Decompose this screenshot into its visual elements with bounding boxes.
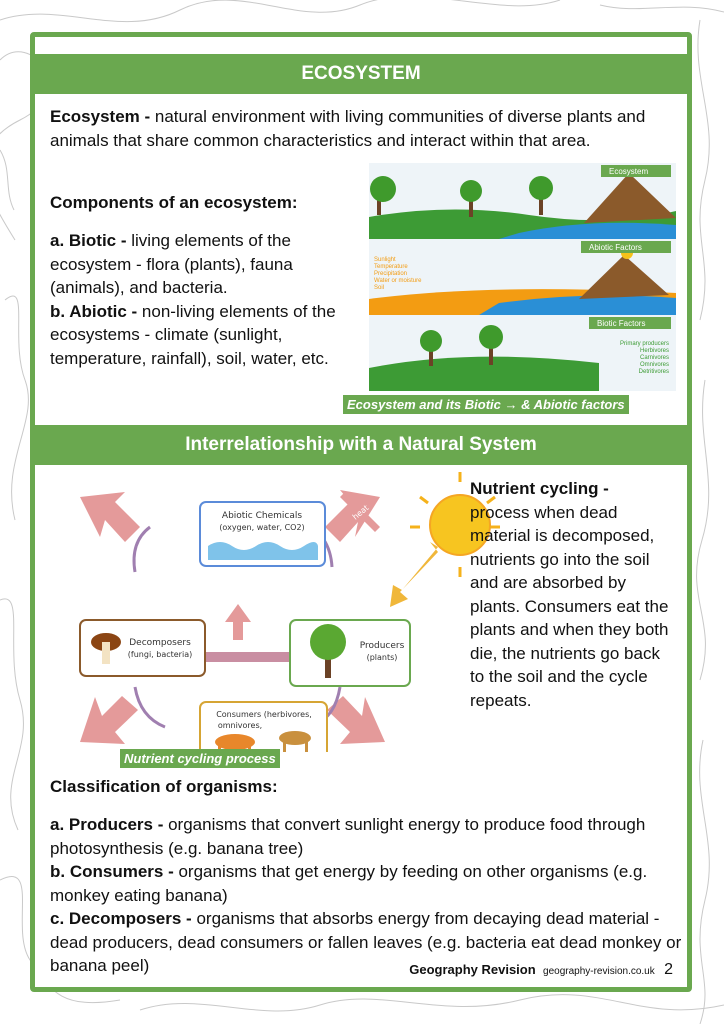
sun-icon: [390, 472, 500, 607]
arrow-top-right: [325, 490, 380, 542]
ecosystem-illustration: Ecosystem Abiotic Factors Sunlight Tempe…: [369, 163, 676, 391]
section-title-interrelationship: Interrelationship with a Natural System: [35, 425, 687, 465]
classification-heading: Classification of organisms:: [50, 777, 278, 796]
content-card: ECOSYSTEM Ecosystem - natural environmen…: [30, 32, 692, 992]
footer-brand: Geography Revision: [409, 962, 536, 977]
abiotic-label-soil: Soil: [374, 285, 384, 291]
decomposers-label: Decomposers: [129, 638, 191, 648]
components-heading: Components of an ecosystem:: [50, 193, 298, 212]
abiotic-label-precipitation: Precipitation: [374, 271, 407, 277]
producers-label: Producers: [360, 641, 405, 651]
section-title-ecosystem: ECOSYSTEM: [35, 54, 687, 94]
arrow-top-left: [80, 492, 140, 542]
decomposers-item: c. Decomposers - organisms that absorbs …: [50, 909, 682, 975]
nutrient-cycle-caption: Nutrient cycling process: [120, 749, 280, 768]
page-number: 2: [664, 961, 673, 978]
biotic-label-herbivores: Herbivores: [640, 348, 669, 354]
page-footer: Geography Revision geography-revision.co…: [409, 961, 673, 979]
consumers-item: b. Consumers - organisms that get energy…: [50, 862, 648, 905]
biotic-item: a. Biotic - living elements of the ecosy…: [50, 231, 293, 297]
decomposers-detail: (fungi, bacteria): [128, 650, 192, 659]
ecosystem-caption: Ecosystem and its Biotic → & Abiotic fac…: [343, 395, 629, 414]
panel-title-ecosystem: Ecosystem: [609, 167, 648, 176]
producers-detail: (plants): [367, 653, 398, 662]
panel-title-abiotic: Abiotic Factors: [589, 243, 642, 252]
abiotic-chemicals-detail: (oxygen, water, CO2): [219, 523, 304, 532]
abiotic-item: b. Abiotic - non-living elements of the …: [50, 301, 336, 368]
components-list: a. Biotic - living elements of the ecosy…: [50, 229, 350, 370]
nutrient-cycling-text: Nutrient cycling - process when dead mat…: [470, 479, 669, 710]
producers-item: a. Producers - organisms that convert su…: [50, 815, 646, 858]
arrow-bottom-right: [327, 696, 385, 744]
ecosystem-definition: Ecosystem - natural environment with liv…: [50, 107, 646, 150]
arrow-up-small: [225, 604, 251, 640]
arrow-center: [180, 644, 290, 670]
consumers-label: Consumers (herbivores,: [216, 710, 312, 719]
classification-list: a. Producers - organisms that convert su…: [50, 813, 690, 978]
footer-site: geography-revision.co.uk: [543, 966, 655, 977]
consumers-detail: omnivores,: [218, 721, 262, 730]
biotic-label-omnivores: Omnivores: [640, 362, 669, 368]
abiotic-label-water: Water or moisture: [374, 278, 422, 284]
panel-title-biotic: Biotic Factors: [597, 319, 645, 328]
nutrient-cycle-diagram: heat Abiotic Chemicals (oxygen, water, C…: [79, 490, 411, 752]
arrow-bottom-left: [80, 696, 138, 744]
biotic-label-carnivores: Carnivores: [640, 355, 669, 361]
biotic-label-primary: Primary producers: [620, 341, 669, 347]
abiotic-label-sunlight: Sunlight: [374, 257, 396, 263]
biotic-label-detritivores: Detritivores: [639, 369, 669, 375]
abiotic-chemicals-label: Abiotic Chemicals: [222, 511, 302, 521]
abiotic-label-temperature: Temperature: [374, 264, 408, 270]
